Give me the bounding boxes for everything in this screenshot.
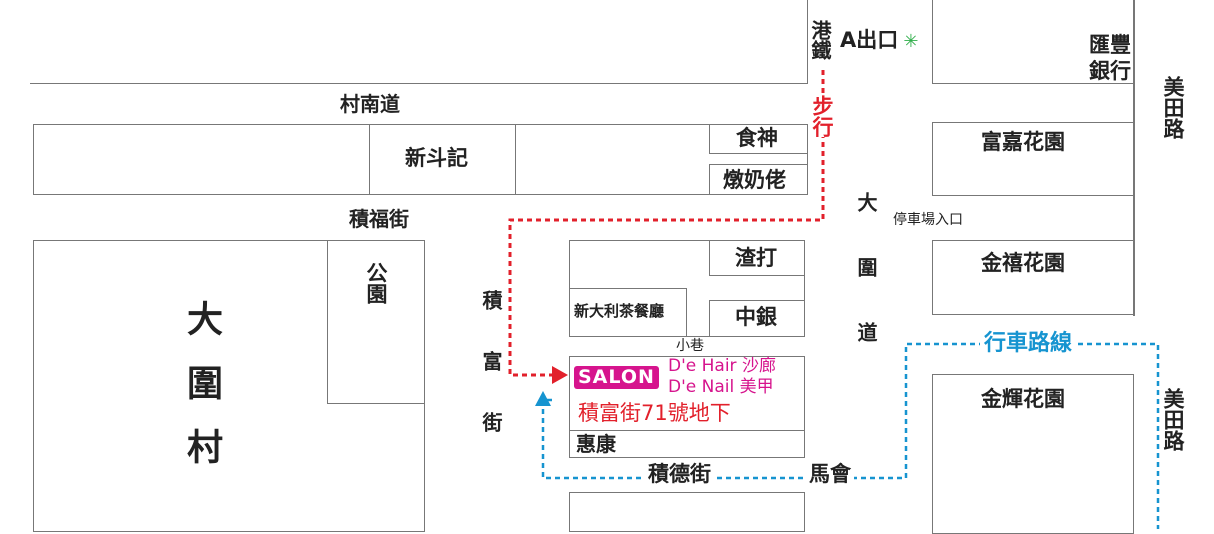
label-sik-san: 食神 [736,126,778,150]
right-edge-strip [1133,0,1135,316]
label-sun-tai-lee: 新大利茶餐廳 [574,302,665,320]
building-block-bottom [569,492,805,532]
label-driving-route: 行車路線 [980,333,1077,355]
label-tai-wai-village-text: 大圍村 [181,300,222,492]
road-label-chik-fu-text: 積富街 [479,290,503,473]
label-dun-nai-lo: 燉奶佬 [723,168,786,192]
building-kam-fai [932,374,1134,534]
building-hsbc [932,0,1134,84]
road-label-tai-wai-road-text: 大圍道 [854,192,878,387]
label-exit-a: A出口 [840,28,899,52]
building-fu-ka [932,122,1134,196]
driving-route-arrow [535,391,551,406]
label-mtr: 港鐵 [808,20,832,60]
road-label-chik-fuk: 積福街 [349,207,409,231]
label-tai-wai-village: 大圍村 [181,300,222,492]
label-sun-tau-kee: 新斗記 [405,146,468,170]
road-label-chik-tak: 積德街 [645,464,714,485]
label-walking-route: 步行 [810,95,834,137]
building-sun-tai-lee [569,288,687,337]
building-sik-san [709,124,808,154]
building-wai-hong [569,430,805,458]
building-block [33,124,370,195]
salon-address: 積富街71號地下 [578,401,731,425]
road-label-back-lane: 小巷 [676,338,704,354]
road-label-chik-fu: 積富街 [479,290,503,473]
walking-route [508,70,825,377]
road-label-chuen-nam: 村南道 [340,92,400,116]
label-fu-ka: 富嘉花園 [981,130,1065,154]
building-kam-hei [932,240,1134,315]
salon-line-1: D'e Hair 沙廊 [668,356,776,376]
building-scb [709,240,805,276]
label-ma-wui: 馬會 [806,464,854,485]
walking-route-arrow [552,366,568,384]
road-label-tai-wai-road: 大圍道 [854,192,878,387]
road-label-mei-tin-upper: 美田路 [1161,76,1185,139]
label-hsbc: 匯豐銀行 [1089,33,1131,83]
building-boc [709,300,805,337]
label-kam-hei: 金禧花園 [981,251,1065,275]
building-dun-nai-lo [709,164,808,195]
building-sun-tau-kee [369,124,516,195]
label-boc: 中銀 [735,305,777,329]
park-block [327,240,425,404]
label-exit-a-group: A出口 ✳ [840,30,918,51]
salon-line-2: D'e Nail 美甲 [668,377,774,397]
label-park: 公園 [364,262,388,304]
mtr-exit-icon: ✳ [903,31,919,52]
label-kam-fai: 金輝花園 [981,387,1065,411]
building-top-row [30,0,808,84]
label-hsbc-line: 匯豐銀行 [1075,32,1131,84]
label-car-park-entrance: 停車場入口 [893,212,963,228]
label-wai-hong: 惠康 [576,432,616,456]
road-label-mei-tin-lower: 美田路 [1161,388,1185,451]
label-scb: 渣打 [735,246,777,270]
salon-badge: SALON [574,366,659,389]
